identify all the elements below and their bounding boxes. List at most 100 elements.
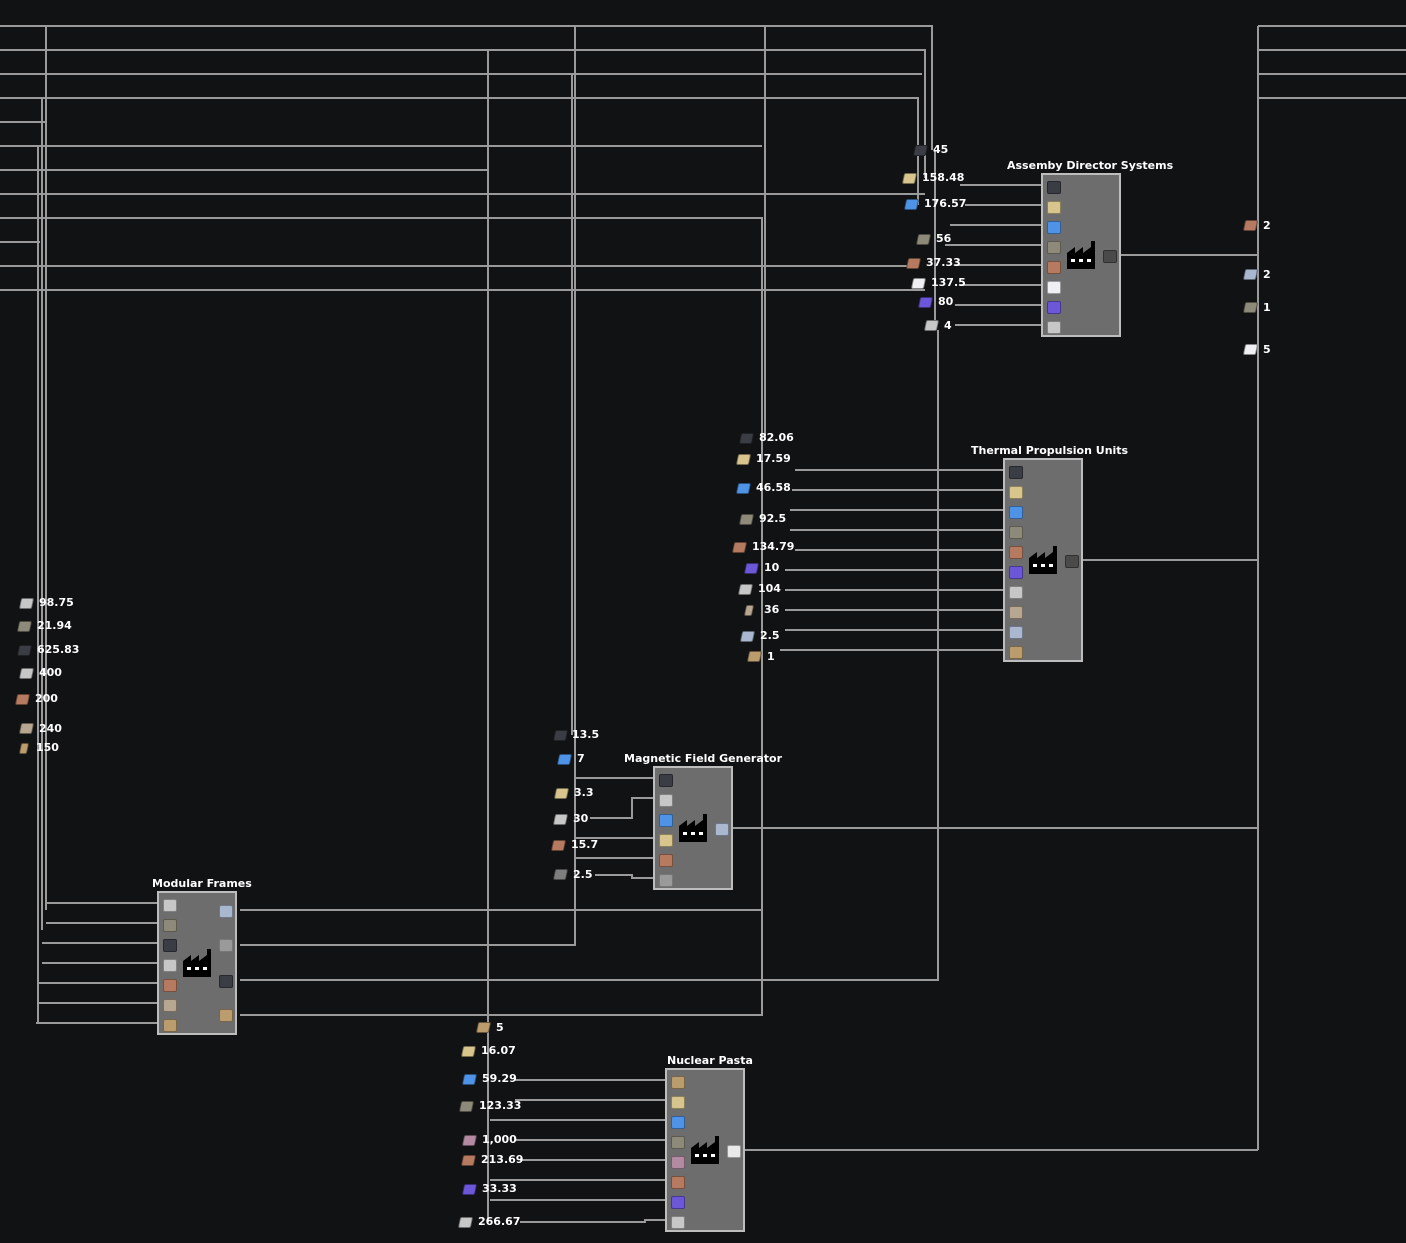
computer-icon (219, 939, 233, 952)
factory-icon (679, 814, 707, 842)
radio-control-icon (671, 1076, 685, 1089)
input-label: 98.75 (39, 596, 74, 609)
steel-pipe-icon (738, 433, 755, 444)
wire (595, 874, 655, 879)
steel-beam-icon (1009, 586, 1023, 599)
wire (0, 25, 933, 150)
heat-sink-icon (1009, 506, 1023, 519)
input-label: 59.29 (482, 1072, 517, 1085)
factory-icon (1067, 241, 1095, 269)
crystal-oscillator-icon (461, 1184, 478, 1195)
rotor-icon (915, 234, 932, 245)
input-label: 56 (936, 232, 952, 245)
input-label: 37.33 (926, 256, 961, 269)
input-label: 158.48 (922, 171, 965, 184)
input-label: 3.3 (574, 786, 594, 799)
rotor-icon (671, 1136, 685, 1149)
plate-icon (739, 631, 756, 642)
input-label: 10 (764, 561, 780, 574)
fuse-icon (1009, 606, 1023, 619)
steel-beam-icon (18, 668, 35, 679)
copper-ingot-icon (659, 854, 673, 867)
input-label: 33.33 (482, 1182, 517, 1195)
copper-sheet-icon (460, 1046, 477, 1057)
factory-icon (183, 949, 211, 977)
computer-icon (1047, 321, 1061, 334)
node-nuclear-pasta[interactable] (665, 1068, 745, 1232)
node-modular-frames[interactable] (157, 891, 237, 1035)
computer-icon (552, 869, 569, 880)
input-label: 2.5 (760, 629, 780, 642)
copper-ingot-icon (550, 840, 567, 851)
input-label: 2.5 (573, 868, 593, 881)
node-thermal-propulsion[interactable] (1003, 458, 1083, 662)
steel-pipe-icon (16, 645, 33, 656)
copper-sheet-icon (735, 454, 752, 465)
input-label: 4 (944, 319, 952, 332)
copper-ingot-icon (14, 694, 31, 705)
thermal-propulsion-icon (1065, 555, 1079, 568)
crystal-oscillator-icon (1047, 301, 1061, 314)
input-label: 21.94 (37, 619, 72, 632)
crystal-oscillator-icon (917, 297, 934, 308)
node-title-nuclear-pasta: Nuclear Pasta (667, 1054, 753, 1067)
steel-pipe-icon (552, 730, 569, 741)
heat-sink-icon (903, 199, 920, 210)
magnetic-field-generator-icon (715, 823, 729, 836)
wire (240, 660, 763, 1016)
steel-pipe-icon (1047, 181, 1061, 194)
input-label: 15.7 (571, 838, 599, 851)
input-label: 176.57 (924, 197, 967, 210)
input-label: 1 (767, 650, 775, 663)
computer-icon (219, 975, 233, 988)
input-label: 80 (938, 295, 954, 308)
input-label: 104 (758, 582, 781, 595)
input-label: 30 (573, 812, 589, 825)
copper-ingot-icon (1047, 261, 1061, 274)
assembly-director-icon (1242, 220, 1259, 231)
crystal-oscillator-icon (671, 1196, 685, 1209)
input-label: 17.59 (756, 452, 791, 465)
steel-beam-icon (163, 959, 177, 972)
input-label: 7 (577, 752, 585, 765)
input-label: 13.5 (572, 728, 600, 741)
heat-sink-icon (461, 1074, 478, 1085)
copper-ingot-icon (731, 542, 748, 553)
output-label: 5 (1263, 343, 1271, 356)
thermal-propulsion-icon (1242, 302, 1259, 313)
node-title-modular-frames: Modular Frames (152, 877, 252, 890)
wire (0, 97, 919, 205)
heat-sink-icon (556, 754, 573, 765)
steel-pipe-icon (912, 145, 929, 156)
input-label: 46.58 (756, 481, 791, 494)
steel-beam-icon (552, 814, 569, 825)
steel-beam-icon (737, 584, 754, 595)
node-title-thermal-propulsion: Thermal Propulsion Units (971, 444, 1129, 457)
copper-ingot-icon (460, 1155, 477, 1166)
copper-sheet-icon (1047, 201, 1061, 214)
node-magnetic-field-generator[interactable] (653, 766, 733, 890)
rotor-icon (163, 919, 177, 932)
nuclear-pasta-icon (727, 1145, 741, 1158)
input-label: 36 (764, 603, 780, 616)
input-label: 134.79 (752, 540, 795, 553)
copper-ingot-icon (1009, 546, 1023, 559)
radio-control-icon (746, 651, 763, 662)
heat-sink-icon (735, 483, 752, 494)
input-label: 137.5 (931, 276, 966, 289)
rotor-icon (1009, 526, 1023, 539)
radio-control-icon (475, 1022, 492, 1033)
wire (240, 330, 939, 981)
copper-sheet-icon (1009, 486, 1023, 499)
computer-icon (659, 874, 673, 887)
rotor-icon (738, 514, 755, 525)
input-label: 200 (35, 692, 58, 705)
input-label: 45 (933, 143, 949, 156)
node-assembly-director[interactable] (1041, 173, 1121, 337)
steel-pipe-icon (163, 939, 177, 952)
nuclear-pasta-icon (1242, 344, 1259, 355)
assembly-director-icon (1103, 250, 1117, 263)
wire (520, 1219, 668, 1223)
crystal-oscillator-icon (1009, 566, 1023, 579)
